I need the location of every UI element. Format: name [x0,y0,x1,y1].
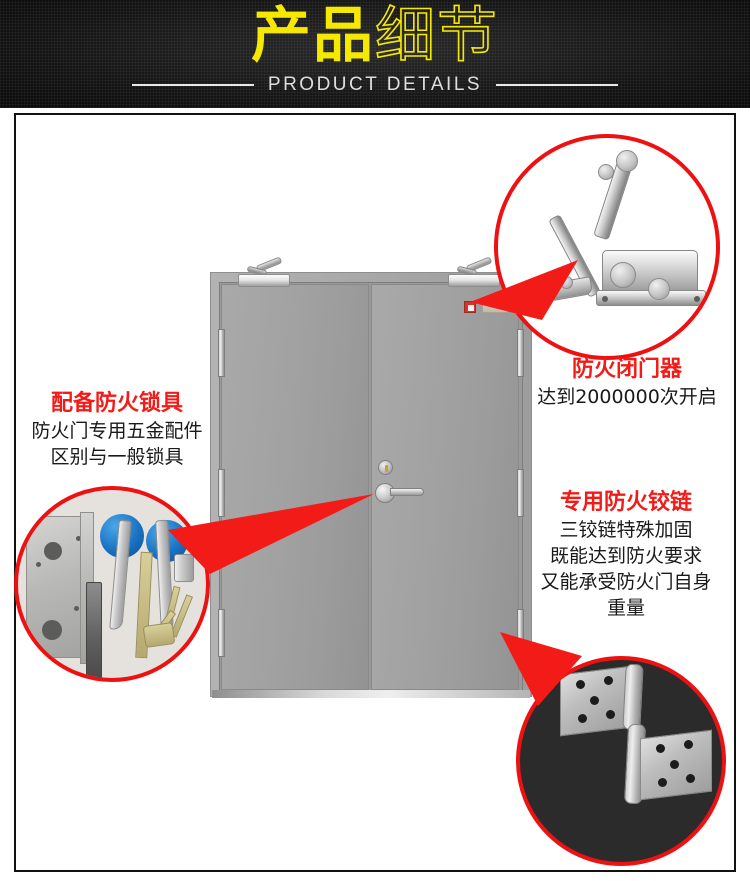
subtitle-rule-left [131,84,254,86]
hinge-photo-hole [576,680,585,689]
page-title-outline-part: 细节 [374,1,499,70]
pointer-to-lock [160,470,376,576]
fire-rating-badge [464,301,476,313]
callout-door-closer-line: 达到2000000次开启 [537,386,717,408]
callout-door-closer-heading: 防火闭门器 [571,357,682,382]
lock-photo-screw-hole [76,536,81,541]
door-closer-photo [494,134,720,360]
lock-photo-strike-plate [86,582,102,678]
closer-photo-mount-hole [694,296,700,302]
lock-photo-cylinder-hole [42,620,62,640]
hinge-photo-hole [590,696,599,705]
page-subtitle: PRODUCT DETAILS [267,74,483,95]
callout-lock: 配备防火锁具 防火门专用五金配件 区别与一般锁具 [6,390,228,470]
closer-photo-end-cap [610,262,636,288]
fire-rating-badge-inner [468,305,474,311]
callout-hinge-line: 既能达到防火要求 [549,545,702,567]
closer-photo-mount-hole [602,296,608,302]
pointer-to-hinge [498,628,594,708]
callout-lock-line: 防火门专用五金配件 [31,420,203,442]
door-closer-left [238,256,290,287]
closer-photo-pivot-mid [598,164,614,180]
hinge-photo-hole [578,714,587,723]
closer-body [238,274,290,287]
hinge-photo-hole [606,710,615,719]
hinge-photo-hole [684,740,693,749]
door-hinge [218,469,225,517]
door-hinge [517,329,524,377]
closer-photo-pivot-top [616,150,638,172]
callout-hinge-line: 重量 [606,597,645,619]
door-hinge [218,329,225,377]
callout-hinge-heading: 专用防火铰链 [559,490,692,515]
lock-photo-key-bow [142,622,176,648]
fire-rated-double-door [210,256,532,707]
door-leaf-right [371,284,519,690]
keyhole-icon [385,465,388,472]
callout-hinge-line: 又能承受防火门自身 [540,571,712,593]
callout-door-closer: 防火闭门器 达到2000000次开启 [524,356,730,410]
lock-photo-screw-hole [74,606,79,611]
lever-handle [390,488,424,496]
pointer-to-door-closer [470,258,580,320]
hinge-photo-hole [686,774,695,783]
hinge-photo-hole [656,744,665,753]
door-sill [212,690,530,698]
page-header-banner: 产品细节 PRODUCT DETAILS [0,0,750,108]
door-hinge [218,609,225,657]
page-title: 产品细节 [0,1,750,70]
hinge-photo-knuckle-upper [622,663,644,731]
hinge-photo-hole [604,676,613,685]
callout-lock-line: 区别与一般锁具 [50,446,184,468]
fire-lock-hardware-photo [14,486,210,682]
page-title-solid-part: 产品 [251,2,375,69]
callout-lock-heading: 配备防火锁具 [50,391,183,416]
hinge-photo-hole [670,760,679,769]
door-hinge [517,469,524,517]
lock-cylinder [378,460,393,475]
closer-photo-adjust-valve [648,278,670,300]
lock-photo-cylinder [174,554,194,582]
door-leaf-left [221,284,369,690]
callout-hinge: 专用防火铰链 三铰链特殊加固 既能达到防火要求 又能承受防火门自身 重量 [520,489,732,621]
subtitle-rule-right [496,84,619,86]
lock-photo-spindle-hole [44,542,62,560]
lock-photo-screw-hole [36,562,41,567]
callout-hinge-line: 三铰链特殊加固 [559,519,693,541]
hinge-photo-hole [658,778,667,787]
subtitle-row: PRODUCT DETAILS [0,74,750,96]
